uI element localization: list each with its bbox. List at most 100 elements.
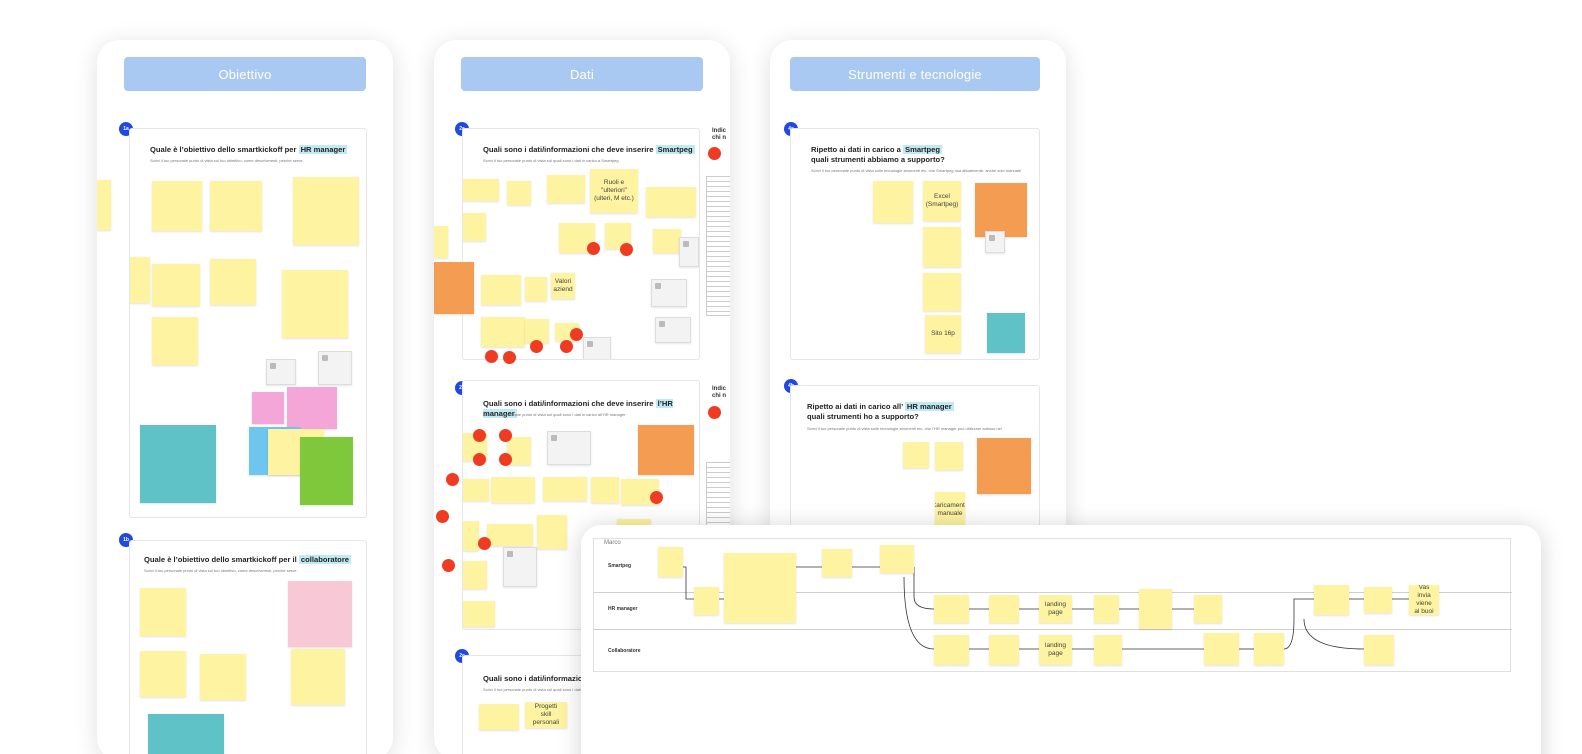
sticky-note[interactable] [507, 181, 531, 205]
sticky-note[interactable] [140, 588, 186, 636]
board-strumenti[interactable]: Strumenti e tecnologie 4a Ripetto ai dat… [770, 40, 1066, 560]
sticky-note[interactable] [935, 442, 963, 470]
sticky-note[interactable]: Sito 16p [925, 315, 961, 353]
sticky-note[interactable] [975, 183, 1027, 237]
sticky-note[interactable] [977, 438, 1031, 494]
sticky-note[interactable] [152, 264, 200, 306]
flow-note[interactable] [1254, 633, 1284, 665]
comment-card[interactable] [318, 351, 352, 385]
comment-card[interactable] [655, 317, 691, 343]
vote-dot[interactable] [503, 351, 516, 364]
comment-card[interactable] [583, 337, 611, 359]
board-obiettivo[interactable]: Obiettivo 1a Quale è l’obiettivo dello s… [97, 40, 393, 754]
sticky-note[interactable] [140, 425, 216, 503]
sticky-note[interactable] [463, 521, 479, 551]
flow-note[interactable] [989, 595, 1019, 623]
sticky-note[interactable] [300, 437, 353, 505]
flow-note[interactable] [1364, 587, 1392, 613]
sticky-note[interactable] [543, 477, 587, 501]
vote-dot[interactable] [436, 510, 449, 523]
sticky-note[interactable] [463, 561, 487, 589]
vote-dot[interactable] [499, 453, 512, 466]
flow-note[interactable] [658, 547, 683, 577]
flow-note[interactable] [1364, 635, 1394, 665]
sticky-note[interactable] [287, 387, 337, 429]
vote-dot[interactable] [473, 453, 486, 466]
vote-dot[interactable] [560, 340, 573, 353]
comment-card[interactable] [547, 431, 591, 465]
vote-dot[interactable] [620, 243, 633, 256]
flow-note[interactable] [822, 549, 852, 577]
vote-dot[interactable] [530, 340, 543, 353]
question-frame-1a[interactable]: Quale è l’obiettivo dello smartkickoff p… [129, 128, 367, 518]
sticky-note[interactable] [491, 477, 535, 503]
vote-dot[interactable] [587, 242, 600, 255]
sticky-note[interactable] [646, 187, 696, 217]
sticky-note[interactable] [282, 270, 348, 338]
sticky-note[interactable] [434, 226, 448, 258]
sticky-note[interactable] [434, 262, 474, 314]
sticky-note[interactable] [547, 175, 585, 203]
question-frame-1b[interactable]: Quale è l’obiettivo dello smartkickoff p… [129, 540, 367, 754]
sticky-note[interactable] [463, 479, 489, 501]
vote-dot[interactable] [485, 350, 498, 363]
sticky-note[interactable] [481, 275, 521, 305]
flow-note[interactable] [1194, 595, 1222, 623]
comment-card[interactable] [985, 231, 1005, 253]
sticky-note[interactable] [481, 317, 525, 347]
vote-dot[interactable] [442, 559, 455, 572]
sticky-note[interactable] [903, 442, 929, 468]
sticky-note[interactable] [97, 180, 111, 230]
comment-card[interactable] [503, 547, 537, 587]
sticky-note[interactable]: Valori aziend [551, 273, 575, 299]
sticky-note[interactable] [653, 229, 681, 253]
flow-note[interactable] [724, 553, 796, 623]
sticky-note[interactable] [487, 524, 533, 546]
sticky-note[interactable]: Progetti skill personali [525, 702, 567, 728]
sticky-note[interactable] [210, 259, 256, 305]
flow-note[interactable] [989, 635, 1019, 665]
sticky-note[interactable]: Ruoli e "ulteriori" (ulteri, M etc.) [590, 169, 638, 213]
vote-dot[interactable] [446, 473, 459, 486]
vote-dot[interactable] [473, 429, 486, 442]
sticky-note[interactable] [148, 714, 224, 754]
flow-note[interactable] [1314, 585, 1349, 615]
flowchart-frame[interactable]: Marco Smartpeg HR manager Collaboratore [593, 538, 1512, 672]
sticky-note[interactable]: Caricamento manuale [935, 492, 965, 528]
vote-dot[interactable] [708, 147, 721, 160]
sticky-note[interactable] [130, 257, 150, 303]
comment-card[interactable] [266, 359, 296, 385]
flow-note[interactable]: Vas invia viene al buoi [1409, 585, 1439, 615]
question-frame-2a[interactable]: Quali sono i dati/informazioni che deve … [462, 128, 700, 360]
flow-note[interactable]: landing page [1039, 635, 1072, 665]
sticky-note[interactable] [463, 179, 499, 201]
flow-note[interactable] [934, 595, 969, 623]
sticky-note[interactable] [987, 313, 1025, 353]
flow-note[interactable] [934, 635, 969, 665]
sticky-note[interactable] [200, 654, 246, 700]
comment-card[interactable] [651, 279, 687, 307]
sticky-note[interactable] [479, 704, 519, 730]
sticky-note[interactable] [252, 392, 284, 424]
vote-dot[interactable] [570, 328, 583, 341]
sticky-note[interactable] [873, 181, 913, 223]
sticky-note[interactable] [152, 181, 202, 231]
sticky-note[interactable] [525, 277, 547, 301]
flowchart-panel[interactable]: Marco Smartpeg HR manager Collaboratore [581, 525, 1541, 754]
sticky-note[interactable] [923, 273, 961, 311]
flow-note[interactable] [1094, 595, 1119, 623]
vote-dot[interactable] [708, 406, 721, 419]
flow-note[interactable] [694, 587, 719, 615]
flow-note[interactable]: landing page [1039, 595, 1072, 623]
comment-card[interactable] [679, 237, 699, 267]
sticky-note[interactable] [638, 425, 694, 475]
sticky-note[interactable] [140, 651, 186, 697]
sticky-note[interactable]: Excel (Smartpeg) [923, 181, 961, 221]
sticky-note[interactable] [291, 649, 345, 705]
flow-note[interactable] [1204, 633, 1239, 665]
question-frame-4a[interactable]: Ripetto ai dati in carico a Smartpeg qua… [790, 128, 1040, 360]
sticky-note[interactable] [463, 601, 495, 627]
sticky-note[interactable] [210, 181, 262, 231]
sticky-note[interactable] [463, 213, 486, 241]
sticky-note[interactable] [525, 319, 549, 343]
